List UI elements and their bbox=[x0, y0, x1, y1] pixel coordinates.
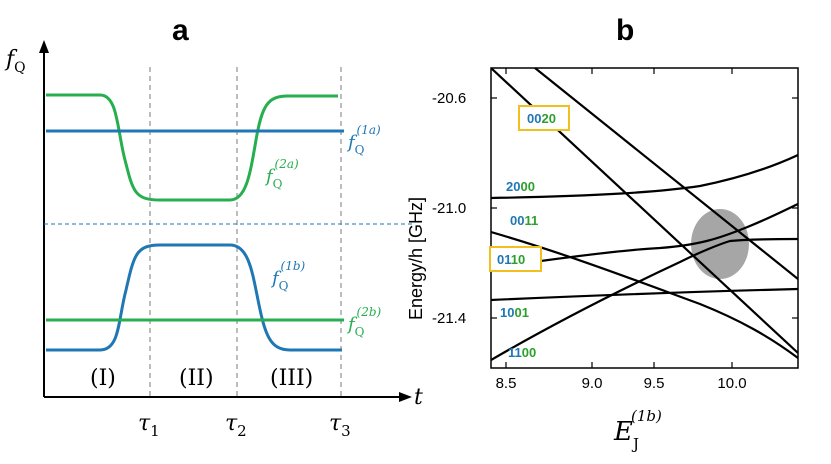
plot-frame bbox=[490, 67, 799, 369]
label-f1a: fQ(1a) bbox=[346, 123, 381, 157]
label-f2b: fQ(2b) bbox=[346, 305, 382, 339]
state-label-1100: 1100 bbox=[508, 345, 536, 360]
x-tick-label: 9.0 bbox=[582, 375, 603, 392]
x-axis-label: t bbox=[414, 385, 423, 410]
curve-f1b bbox=[46, 243, 342, 352]
label-f2a: fQ(2a) bbox=[264, 157, 299, 191]
level-line bbox=[491, 154, 798, 200]
state-label-1001: 1001 bbox=[500, 305, 529, 320]
y-axis-title: Energy/h [GHz] bbox=[406, 197, 426, 320]
x-tick-label: 10.0 bbox=[717, 375, 746, 392]
state-label-0011: 0011 bbox=[510, 213, 538, 228]
state-label-2000: 2000 bbox=[506, 179, 535, 194]
x-axis-arrowhead bbox=[399, 392, 412, 402]
level-line bbox=[491, 203, 798, 270]
level-line bbox=[491, 237, 798, 361]
state-box bbox=[518, 105, 570, 131]
y-tick-label: -20.6 bbox=[432, 90, 466, 107]
y-tick-label: -21.0 bbox=[432, 200, 466, 217]
level-line bbox=[534, 68, 798, 280]
label-f1b: fQ(1b) bbox=[270, 259, 306, 293]
panel-a-letter: a bbox=[172, 14, 189, 47]
y-axis-arrowhead bbox=[39, 40, 49, 53]
level-line bbox=[491, 230, 798, 359]
tau2-label: τ2 bbox=[225, 411, 247, 440]
x-tick-label: 8.5 bbox=[496, 375, 517, 392]
state-label-0110: 0110 bbox=[497, 252, 525, 267]
state-box bbox=[489, 246, 542, 272]
state-label-0020: 0020 bbox=[527, 111, 556, 126]
tau1-label: τ1 bbox=[138, 411, 160, 440]
x-tick-label: 9.5 bbox=[644, 375, 665, 392]
region-3-label: (III) bbox=[270, 366, 313, 391]
y-tick-label: -21.4 bbox=[432, 310, 466, 327]
y-axis-label: fQ bbox=[4, 47, 26, 76]
x-axis-title: EJ(1b) bbox=[613, 407, 662, 453]
level-line bbox=[491, 287, 798, 302]
region-2-label: (II) bbox=[179, 366, 214, 391]
tick-marks bbox=[491, 68, 798, 368]
tau3-label: τ3 bbox=[329, 411, 351, 440]
plot-area bbox=[491, 68, 798, 361]
curve-f2a bbox=[46, 93, 338, 202]
region-1-label: (I) bbox=[90, 366, 116, 391]
panel-b-letter: b bbox=[616, 14, 634, 47]
